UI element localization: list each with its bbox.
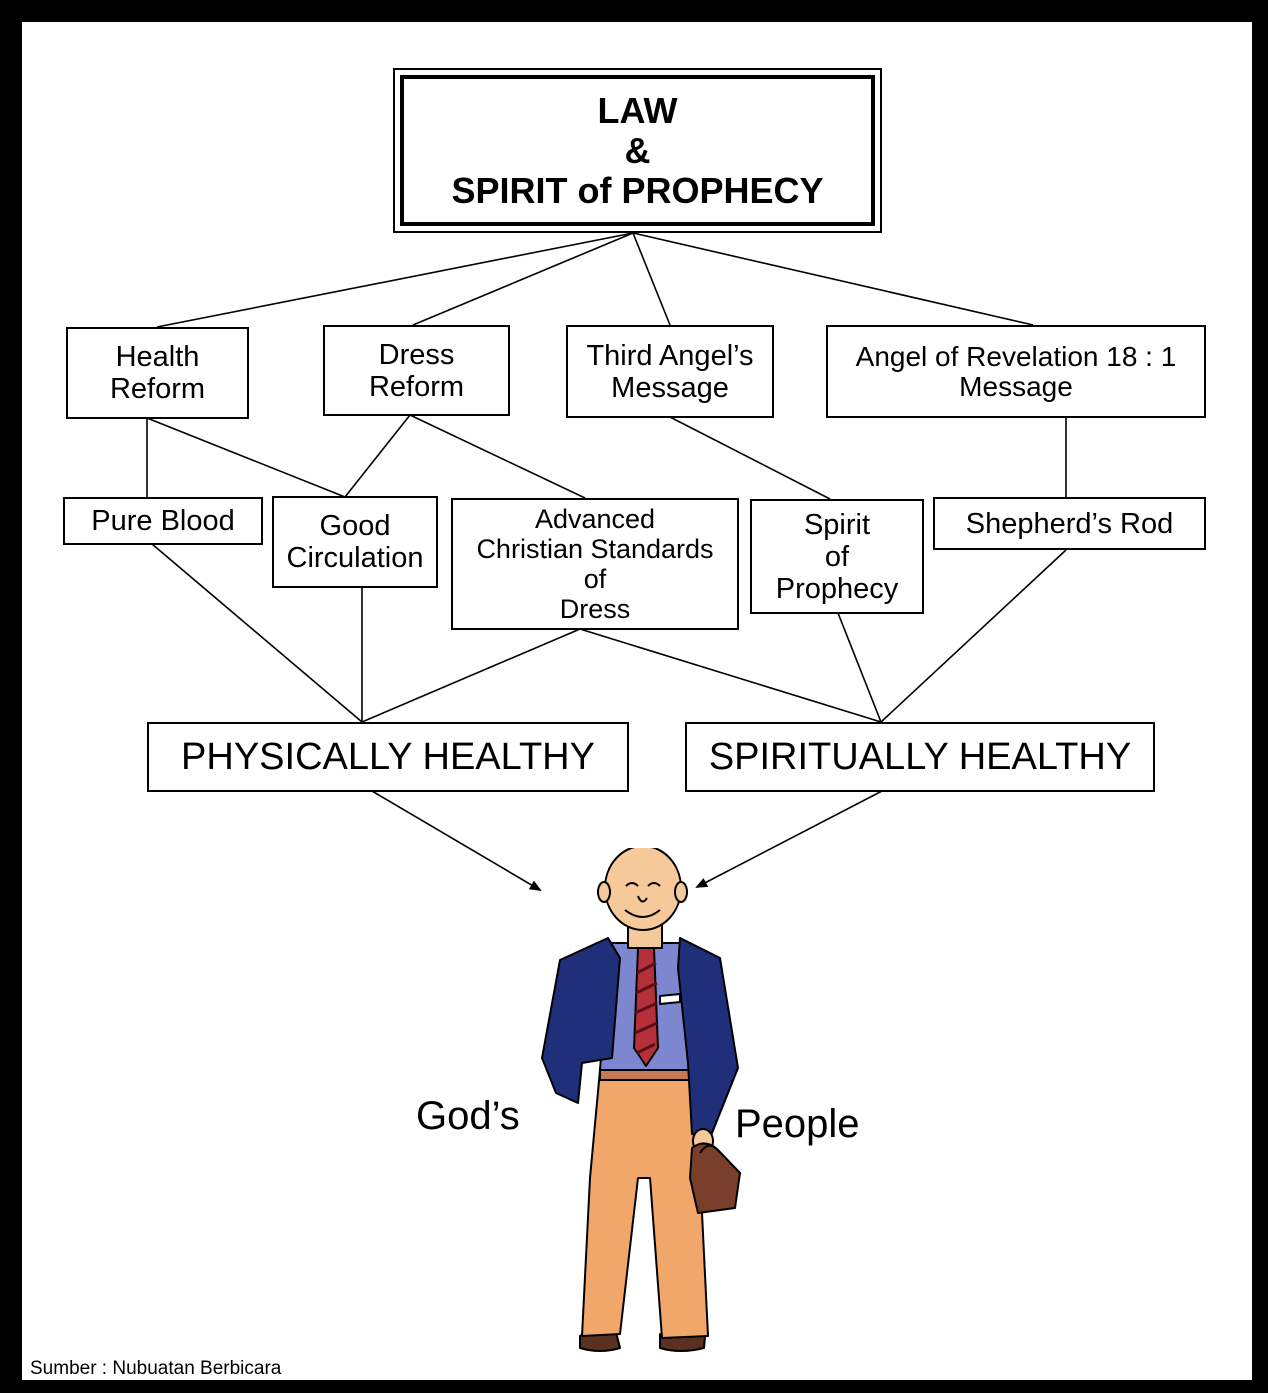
edge-thirdangel-spirit [669,416,831,500]
edge-top-health [156,232,634,328]
health-reform-box: Health Reform [66,327,249,419]
edge-advanced-spiritual [579,628,882,723]
angel-of-revelation-label: Angel of Revelation 18 : 1 Message [855,340,1177,402]
man-illustration [541,848,741,1352]
edge-shepherd-spiritual [880,549,1067,723]
edge-dress-goodcirc [344,414,411,498]
physically-healthy-label: PHYSICALLY HEALTHY [181,735,595,778]
edge-advanced-physical [361,628,581,723]
third-angels-message-label: Third Angel’s Message [586,339,754,404]
spirit-of-prophecy-box: Spirit of Prophecy [750,499,924,614]
shepherds-rod-box: Shepherd’s Rod [933,497,1206,550]
spirit-of-prophecy-label: Spirit of Prophecy [775,508,899,605]
edge-dress-advanced [409,414,586,499]
arrow-physical-to-person [371,790,542,892]
pure-blood-box: Pure Blood [63,497,263,545]
edge-spirit-spiritual [837,612,882,723]
good-circulation-label: Good Circulation [286,510,424,574]
edge-top-third-angel [632,232,671,326]
edge-pureblood-physical [151,543,363,723]
advanced-christian-standards-box: Advanced Christian Standards of Dress [451,498,739,630]
gods-word: God’s [416,1094,520,1138]
advanced-christian-standards-label: Advanced Christian Standards of Dress [476,504,714,624]
pure-blood-label: Pure Blood [91,505,235,537]
law-spirit-of-prophecy-label: LAW & SPIRIT of PROPHECY [400,75,875,226]
people-word: People [735,1102,860,1146]
angel-of-revelation-box: Angel of Revelation 18 : 1 Message [826,325,1206,418]
arrow-spiritual-to-person [695,790,883,888]
spiritually-healthy-label: SPIRITUALLY HEALTHY [708,735,1132,778]
spiritually-healthy-box: SPIRITUALLY HEALTHY [685,722,1155,792]
edge-health-goodcirc [146,417,346,498]
dress-reform-label: Dress Reform [368,338,465,403]
physically-healthy-box: PHYSICALLY HEALTHY [147,722,629,792]
third-angels-message-box: Third Angel’s Message [566,325,774,418]
source-caption: Sumber : Nubuatan Berbicara [30,1358,282,1379]
dress-reform-box: Dress Reform [323,325,510,416]
good-circulation-box: Good Circulation [272,496,438,588]
health-reform-label: Health Reform [109,341,206,405]
edge-top-angel-rev [632,232,1034,326]
edge-top-dress [412,232,634,326]
shepherds-rod-label: Shepherd’s Rod [965,507,1174,540]
law-spirit-of-prophecy-box: LAW & SPIRIT of PROPHECY [393,68,882,233]
